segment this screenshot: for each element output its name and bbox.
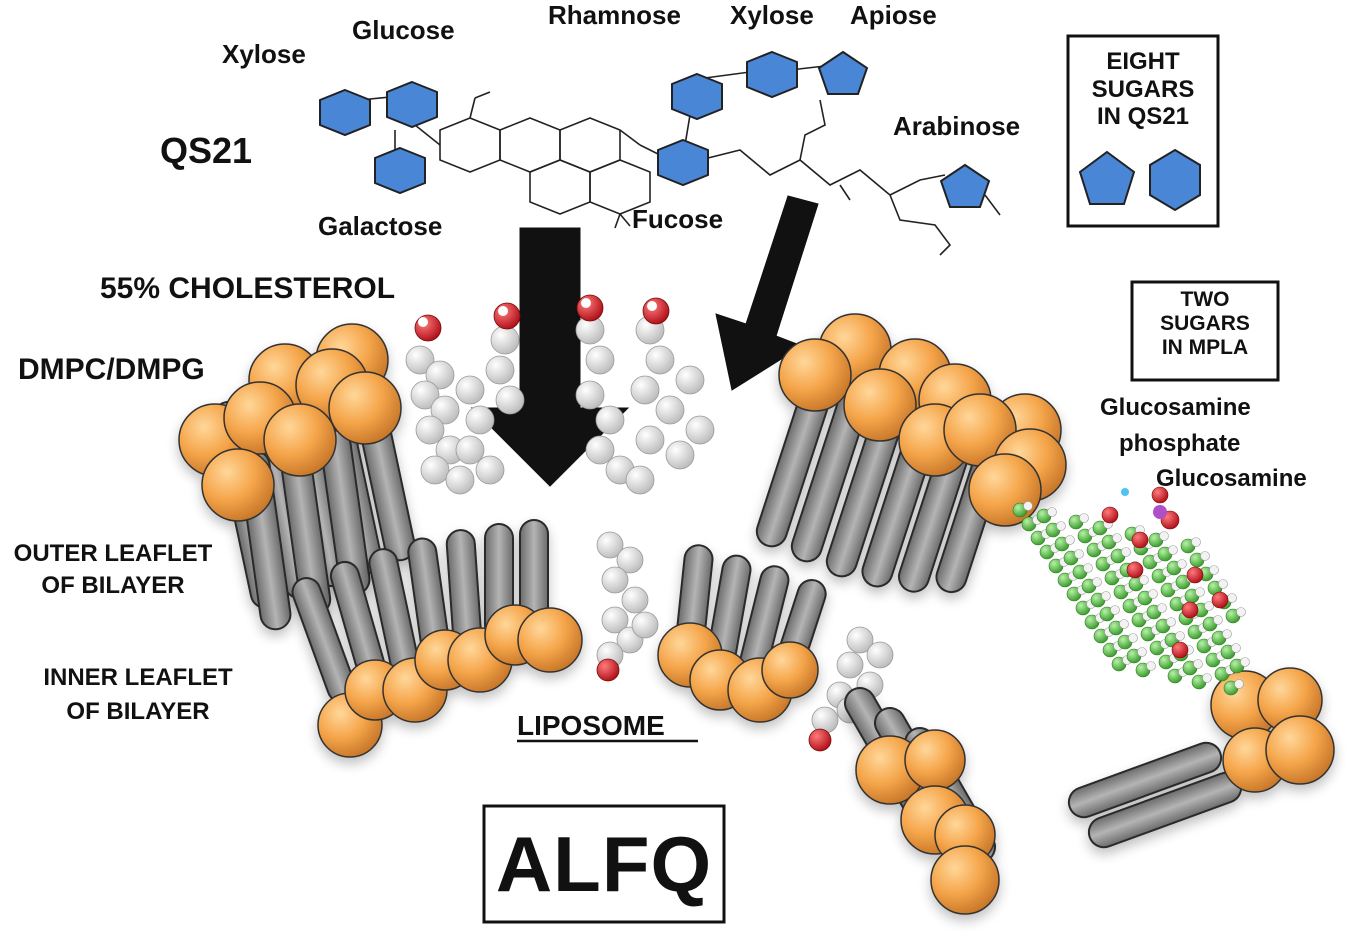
mpla-hydrogen bbox=[1191, 537, 1201, 547]
mpla-hydrogen bbox=[1209, 565, 1219, 575]
fucose-ring bbox=[657, 138, 709, 187]
lower-right-bilayer bbox=[844, 667, 1335, 915]
label-outer-leaflet-line1: OUTER LEAFLET bbox=[13, 540, 213, 567]
eight-sugars-line2: SUGARS bbox=[1091, 75, 1195, 103]
label-fucose: Fucose bbox=[632, 204, 724, 234]
qs21-sugars bbox=[319, 50, 991, 208]
mpla-hydrogen bbox=[1112, 533, 1122, 543]
mpla-hydrogen bbox=[1227, 593, 1237, 603]
mpla-hydrogen bbox=[1128, 633, 1138, 643]
mpla-hydrogen bbox=[1218, 579, 1228, 589]
label-dmpc-dmpg: DMPC/DMPG bbox=[18, 353, 205, 386]
mpla-hydrogen bbox=[1146, 661, 1156, 671]
label-outer-leaflet-line2: OF BILAYER bbox=[41, 571, 185, 599]
label-glucosamine-2: Glucosamine bbox=[1156, 465, 1307, 492]
label-inner-leaflet: INNER LEAFLET OF BILAYER bbox=[40, 664, 236, 725]
mpla-hydrogen bbox=[1231, 643, 1241, 653]
mpla-hydrogen bbox=[1137, 647, 1147, 657]
eight-sugars-text: EIGHT SUGARS IN QS21 bbox=[1068, 48, 1218, 131]
mpla-hydrogen bbox=[1193, 659, 1203, 669]
label-inner-leaflet-line2: OF BILAYER bbox=[66, 697, 210, 725]
hexagon-icon bbox=[1149, 148, 1201, 212]
mpla-hydrogen bbox=[1202, 673, 1212, 683]
eight-sugars-line3: IN QS21 bbox=[1096, 103, 1190, 131]
pentagon-icon bbox=[1078, 150, 1136, 205]
label-phosphate: phosphate bbox=[1119, 430, 1241, 457]
mpla-hydrogen bbox=[1166, 617, 1176, 627]
mpla-hydrogen bbox=[1092, 577, 1102, 587]
mpla-hydrogen bbox=[1159, 531, 1169, 541]
triterpene-core bbox=[439, 91, 661, 229]
label-cholesterol: 55% CHOLESTEROL bbox=[100, 272, 396, 305]
mpla-hydrogen bbox=[1204, 601, 1214, 611]
mpla-hydrogen bbox=[1119, 619, 1129, 629]
mpla-hydrogen bbox=[1175, 631, 1185, 641]
mpla-hydrogen bbox=[1236, 607, 1246, 617]
arabinose-ring bbox=[939, 163, 991, 208]
mpla-hydrogen bbox=[1240, 657, 1250, 667]
label-xylose-right: Xylose bbox=[730, 0, 814, 30]
mpla-hydrogen bbox=[1083, 563, 1093, 573]
mpla-hydrogen bbox=[1074, 549, 1084, 559]
mpla-hydrogen bbox=[1023, 501, 1033, 511]
rhamnose-ring bbox=[671, 72, 723, 121]
label-glucose: Glucose bbox=[352, 15, 455, 45]
mpla-hydrogen bbox=[1056, 521, 1066, 531]
lower-bilayer bbox=[291, 519, 827, 758]
alfq-box bbox=[482, 804, 726, 924]
mpla-hydrogen bbox=[1213, 615, 1223, 625]
label-outer-leaflet: OUTER LEAFLET OF BILAYER bbox=[0, 540, 226, 599]
glucose-ring bbox=[386, 80, 438, 129]
mpla-hydrogen bbox=[1148, 589, 1158, 599]
mpla-hydrogen bbox=[1139, 575, 1149, 585]
mpla-hydrogen bbox=[1047, 507, 1057, 517]
cholesterol-cluster-upper bbox=[405, 294, 715, 495]
label-rhamnose: Rhamnose bbox=[548, 0, 681, 30]
upper-right-bilayer bbox=[755, 313, 1067, 594]
two-sugars-box bbox=[1130, 280, 1280, 382]
label-glucosamine-1: Glucosamine bbox=[1100, 394, 1251, 421]
label-apiose: Apiose bbox=[850, 0, 937, 30]
mpla-hydrogen bbox=[1157, 603, 1167, 613]
slanted-arrow bbox=[715, 195, 819, 391]
mpla-hydrogen bbox=[1177, 559, 1187, 569]
two-sugars-line2: SUGARS bbox=[1160, 312, 1250, 336]
two-sugars-line1: TWO bbox=[1180, 288, 1230, 311]
galactose-ring bbox=[374, 146, 426, 195]
eight-sugars-line1: EIGHT bbox=[1106, 48, 1180, 75]
cholesterol-cluster-lower bbox=[596, 531, 894, 752]
mpla-hydrogen bbox=[1110, 605, 1120, 615]
mpla-hydrogen bbox=[1200, 551, 1210, 561]
mpla-hydrogen bbox=[1101, 591, 1111, 601]
mpla-hydrogen bbox=[1168, 545, 1178, 555]
mpla-hydrogen bbox=[1065, 535, 1075, 545]
two-sugars-text: TWO SUGARS IN MPLA bbox=[1132, 288, 1278, 360]
mpla-molecule bbox=[1012, 486, 1250, 696]
label-alfq: ALFQ bbox=[495, 820, 713, 908]
mpla-hydrogen bbox=[1195, 587, 1205, 597]
label-arabinose: Arabinose bbox=[893, 111, 1021, 141]
xylose-ring bbox=[319, 88, 371, 137]
two-sugars-line3: IN MPLA bbox=[1161, 336, 1249, 360]
upper-left-bilayer bbox=[178, 323, 416, 631]
label-liposome: LIPOSOME bbox=[517, 710, 665, 741]
apiose-ring bbox=[817, 50, 869, 95]
label-galactose: Galactose bbox=[318, 211, 443, 241]
label-inner-leaflet-line1: INNER LEAFLET bbox=[43, 664, 233, 691]
mpla-hydrogen bbox=[1222, 629, 1232, 639]
label-xylose-left: Xylose bbox=[222, 39, 306, 69]
mpla-hydrogen bbox=[1121, 547, 1131, 557]
xylose-right-ring bbox=[746, 50, 798, 99]
mpla-hydrogen bbox=[1234, 679, 1244, 689]
mpla-hydrogen bbox=[1079, 513, 1089, 523]
label-qs21: QS21 bbox=[160, 130, 253, 171]
